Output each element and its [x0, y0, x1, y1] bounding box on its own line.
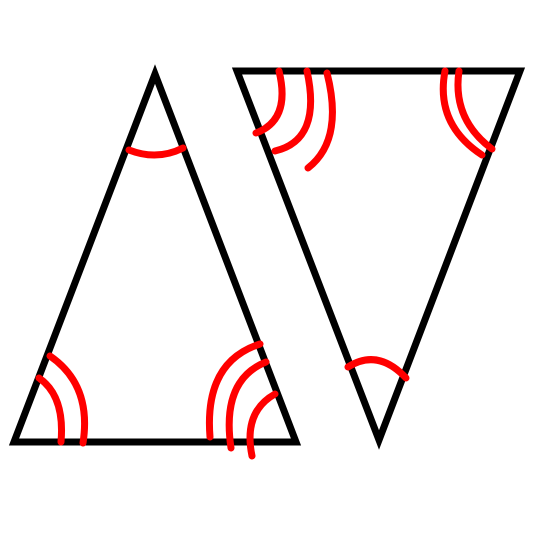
angle-arc	[454, 67, 496, 153]
right-triangle-top-right-angle-mark	[439, 67, 496, 159]
angle-arc	[304, 69, 336, 172]
angle-arc	[439, 67, 486, 159]
angle-arc	[271, 67, 315, 155]
right-triangle-bottom-angle-mark	[344, 356, 410, 382]
angle-arc	[46, 352, 89, 447]
left-triangle-bottom-left-angle-mark	[35, 352, 89, 447]
angle-arc	[344, 356, 410, 382]
angle-arc	[225, 358, 270, 452]
left-triangle-top-angle-mark	[125, 144, 187, 159]
left-triangle-outline	[8, 64, 302, 446]
right-triangle-outline	[231, 67, 526, 450]
right-triangle-top-left-angle-mark	[252, 67, 336, 172]
left-triangle	[8, 64, 302, 460]
left-triangle-bottom-right-angle-mark	[205, 340, 279, 460]
right-triangle	[231, 67, 526, 450]
angle-arc	[125, 144, 187, 159]
angle-arc	[246, 390, 279, 460]
angle-arc	[205, 340, 264, 441]
angle-arc	[252, 67, 286, 137]
angle-arc	[35, 374, 66, 446]
